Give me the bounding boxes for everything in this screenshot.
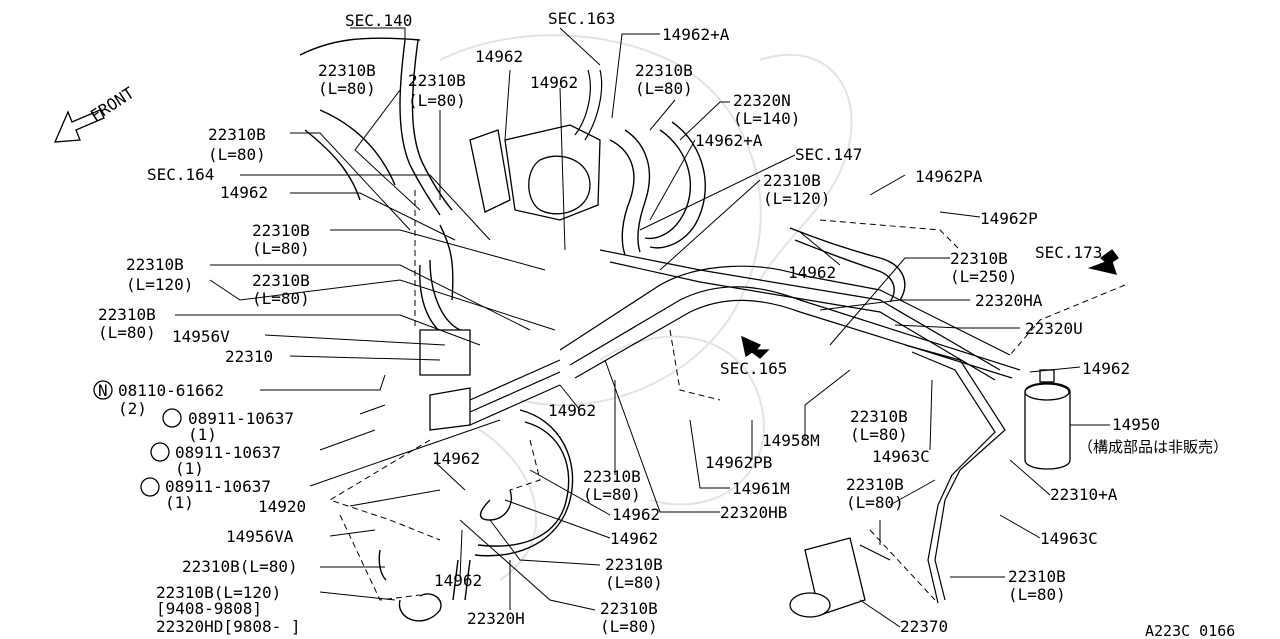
- label-08911-10637-a: 08911-10637: [188, 409, 294, 428]
- label-22310b-a: 22310B: [318, 61, 376, 80]
- label-l80-l: (L=80): [583, 485, 641, 504]
- label-14962-i: 14962: [610, 529, 658, 548]
- label-qty-1-a: (1): [188, 425, 217, 444]
- filter-22370: [789, 537, 891, 618]
- label-22310b-k: 22310B: [850, 407, 908, 426]
- label-22310b-g: 22310B: [950, 249, 1008, 268]
- label-14963c-a: 14963C: [872, 447, 930, 466]
- label-l80-j: (L=80): [98, 323, 156, 342]
- label-qty-1-c: (1): [165, 493, 194, 512]
- marker-b-letter: N: [98, 381, 108, 400]
- arrow-sec165: [741, 335, 770, 359]
- label-sec173: SEC.173: [1035, 243, 1102, 262]
- label-14962-b: 14962: [530, 73, 578, 92]
- label-22310-plus-a: 22310+A: [1050, 485, 1118, 504]
- front-arrow: [53, 109, 105, 143]
- label-l80-m: (L=80): [846, 493, 904, 512]
- label-14963c-b: 14963C: [1040, 529, 1098, 548]
- label-14950: 14950: [1112, 415, 1160, 434]
- label-22310b-b: 22310B: [408, 71, 466, 90]
- label-14962-plus-a-2: 14962+A: [695, 131, 763, 150]
- label-22320ha: 22320HA: [975, 291, 1043, 310]
- part-labels: SEC.140 SEC.163 14962+A 14962 22310B (L=…: [87, 9, 1235, 639]
- label-sec165: SEC.165: [720, 359, 787, 378]
- label-22310b-d: 22310B: [208, 125, 266, 144]
- label-22310b-l: 22310B: [583, 467, 641, 486]
- hose-routing: [53, 37, 1126, 622]
- label-22320n: 22320N: [733, 91, 791, 110]
- label-l80-p: (L=80): [600, 617, 658, 636]
- label-14962pa: 14962PA: [915, 167, 983, 186]
- label-sec163: SEC.163: [548, 9, 615, 28]
- label-22370: 22370: [900, 617, 948, 636]
- label-sec164: SEC.164: [147, 165, 214, 184]
- label-22310b-l80-inline: 22310B(L=80): [182, 557, 298, 576]
- label-14962-c: 14962: [220, 183, 268, 202]
- label-14962-g: 14962: [432, 449, 480, 468]
- label-14962-f: 14962: [548, 401, 596, 420]
- arrow-sec173: [1087, 249, 1119, 275]
- label-14958m: 14958M: [762, 431, 820, 450]
- label-l120-h: (L=120): [126, 275, 193, 294]
- label-l80-f: (L=80): [252, 239, 310, 258]
- label-l80-d: (L=80): [208, 145, 266, 164]
- canister-14950: [1024, 369, 1071, 470]
- label-l80-k: (L=80): [850, 425, 908, 444]
- label-08110-61662: 08110-61662: [118, 381, 224, 400]
- label-22320h: 22320H: [467, 609, 525, 628]
- label-22310b-l120-inline: 22310B(L=120): [156, 583, 281, 602]
- label-08911-10637-b: 08911-10637: [175, 443, 281, 462]
- circle-markers: N: [93, 380, 182, 497]
- label-14962-top: 14962: [475, 47, 523, 66]
- label-sec140: SEC.140: [345, 11, 412, 30]
- label-08911-10637-c: 08911-10637: [165, 477, 271, 496]
- label-14962-plus-a-top: 14962+A: [662, 25, 730, 44]
- label-22310b-m: 22310B: [846, 475, 904, 494]
- label-14956v: 14956V: [172, 327, 230, 346]
- label-qty-2: (2): [118, 399, 147, 418]
- label-22310b-j: 22310B: [98, 305, 156, 324]
- watermark: [439, 34, 853, 581]
- label-22310b-p: 22310B: [600, 599, 658, 618]
- label-22310b-e: 22310B: [763, 171, 821, 190]
- label-sec147: SEC.147: [795, 145, 862, 164]
- label-l80-c: (L=80): [635, 79, 693, 98]
- label-22310b-f: 22310B: [252, 221, 310, 240]
- label-l140: (L=140): [733, 109, 800, 128]
- label-l80-n: (L=80): [605, 573, 663, 592]
- label-22310b-c: 22310B: [635, 61, 693, 80]
- label-22320hd: 22320HD[9808- ]: [156, 617, 301, 636]
- label-22310b-n: 22310B: [605, 555, 663, 574]
- label-l250: (L=250): [950, 267, 1017, 286]
- label-22320u: 22320U: [1025, 319, 1083, 338]
- label-14962-e: 14962: [1082, 359, 1130, 378]
- label-14961m: 14961M: [732, 479, 790, 498]
- label-l120-e: (L=120): [763, 189, 830, 208]
- label-14962-d: 14962: [788, 263, 836, 282]
- label-22320hb: 22320HB: [720, 503, 787, 522]
- label-not-sold-separately: （構成部品は非販売）: [1078, 438, 1228, 456]
- label-l80-a: (L=80): [318, 79, 376, 98]
- label-front: FRONT: [87, 83, 138, 125]
- label-22310: 22310: [225, 347, 273, 366]
- label-22310b-i: 22310B: [252, 271, 310, 290]
- label-14962-j: 14962: [434, 571, 482, 590]
- label-l80-i: (L=80): [252, 289, 310, 308]
- label-22310b-h: 22310B: [126, 255, 184, 274]
- label-l80-b: (L=80): [408, 91, 466, 110]
- label-l80-o: (L=80): [1008, 585, 1066, 604]
- label-22310b-o: 22310B: [1008, 567, 1066, 586]
- label-14962-h: 14962: [612, 505, 660, 524]
- label-14962pb: 14962PB: [705, 453, 772, 472]
- label-14920: 14920: [258, 497, 306, 516]
- label-qty-1-b: (1): [175, 459, 204, 478]
- diagram-reference-code: A223C 0166: [1145, 622, 1235, 639]
- label-date-range: [9408-9808]: [156, 599, 262, 618]
- label-14956va: 14956VA: [226, 527, 294, 546]
- leader-lines: [175, 27, 1110, 628]
- label-14962p: 14962P: [980, 209, 1038, 228]
